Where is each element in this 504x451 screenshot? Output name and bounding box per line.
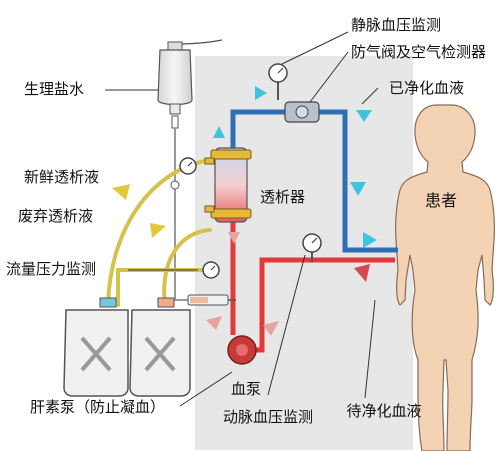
venous-pressure-label: 静脉血压监测 <box>351 16 442 34</box>
arrow-red-4 <box>263 321 279 336</box>
blood-pump <box>227 335 257 365</box>
blood-pump-label: 血泵 <box>230 380 262 398</box>
air-detector-device <box>284 101 320 123</box>
patient-label: 患者 <box>424 191 458 210</box>
waste-dialysate-canister <box>129 297 191 397</box>
arterial-pressure-label: 动脉血压监测 <box>222 408 314 426</box>
fresh-dialysate-label: 新鲜透析液 <box>24 168 100 186</box>
arrow-yellow-1 <box>112 184 130 200</box>
arrow-cyan-1 <box>255 86 267 100</box>
fresh-dialysate-canister <box>63 297 129 397</box>
leader-lines <box>105 31 379 407</box>
arterial-pressure-gauge <box>302 233 322 262</box>
arrow-red-3 <box>206 316 222 330</box>
arrow-red-1 <box>354 264 370 282</box>
flow-pressure-gauge <box>202 261 220 279</box>
venous-pressure-gauge <box>268 63 288 100</box>
patient-silhouette <box>395 104 495 451</box>
arrow-cyan-2 <box>356 110 372 122</box>
arrow-cyan-5 <box>363 232 377 248</box>
purified-blood-label: 已净化血液 <box>389 79 465 97</box>
saline-label: 生理盐水 <box>24 80 85 98</box>
heparin-syringe <box>187 294 236 306</box>
blood-to-purify-label: 待净化血液 <box>346 402 422 420</box>
arrow-cyan-3 <box>213 126 225 138</box>
dialyzer-label: 透析器 <box>260 188 306 206</box>
arrow-cyan-4 <box>350 182 366 196</box>
arrow-yellow-2 <box>150 223 166 238</box>
venous-line <box>230 109 398 253</box>
arrow-red-2 <box>228 232 240 244</box>
dialyzer <box>204 147 252 223</box>
flow-arrows <box>112 86 377 336</box>
flow-pressure-label: 流量压力监测 <box>6 260 97 278</box>
waste-dialysate-label: 废弃透析液 <box>18 207 94 225</box>
saline-bag <box>157 39 223 129</box>
heparin-pump-label: 肝素泵（防止凝血） <box>30 398 166 416</box>
air-detector-label: 防气阀及空气检测器 <box>351 43 487 61</box>
dialysate-pressure-gauge <box>179 157 197 175</box>
